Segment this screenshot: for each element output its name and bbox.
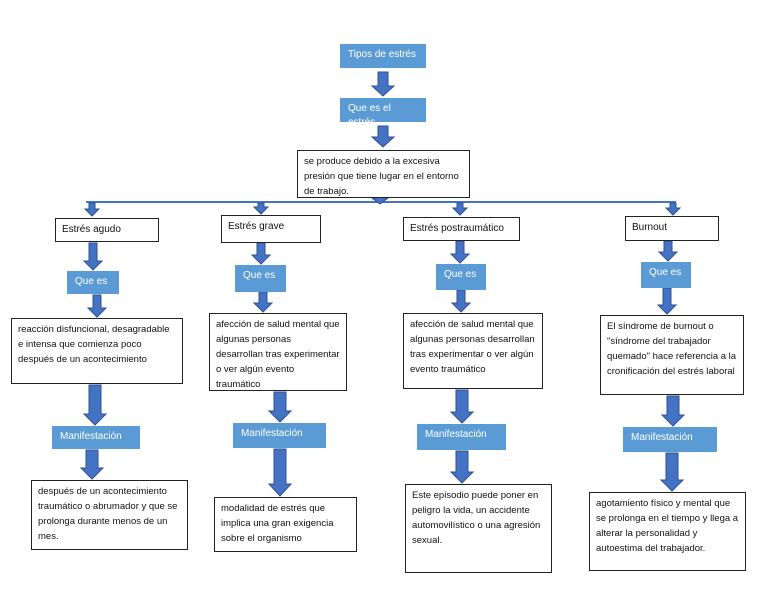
burnout-title: Burnout	[625, 216, 719, 241]
down-arrow-icon	[82, 384, 108, 426]
ptsd-description-box: afección de salud mental que algunas per…	[403, 313, 543, 389]
burnout-manifestation-text: agotamiento físico y mental que se prolo…	[589, 492, 746, 571]
acute-que-es-box: Que es	[67, 271, 119, 294]
severe-stress-title: Estrés grave	[221, 215, 321, 243]
ptsd-que-es-box: Que es	[436, 264, 486, 290]
severe-description-box: afección de salud mental que algunas per…	[209, 313, 347, 391]
down-arrow-icon	[449, 240, 471, 264]
down-arrow-icon	[659, 452, 685, 492]
down-arrow-icon	[267, 448, 293, 497]
acute-stress-title: Estrés agudo	[55, 218, 159, 242]
severe-que-es-box: Que es	[235, 265, 286, 292]
down-arrow-icon	[657, 240, 679, 262]
types-box: Tipos de estrés	[340, 44, 426, 68]
acute-description-box: reacción disfuncional, desagradable e in…	[11, 318, 183, 384]
severe-manifestation-box: Manifestación	[233, 423, 326, 448]
burnout-manifestation-box: Manifestación	[623, 427, 717, 452]
down-arrow-icon	[449, 389, 475, 424]
ptsd-manifestation-box: Manifestación	[417, 424, 506, 450]
down-arrow-icon	[660, 395, 686, 427]
down-arrow-icon	[664, 202, 682, 216]
what-is-stress-box: Que es el estrés	[340, 98, 426, 128]
down-arrow-icon	[370, 71, 396, 97]
burnout-description-box: El síndrome de burnout o "síndrome del t…	[600, 315, 744, 395]
down-arrow-icon	[252, 202, 270, 215]
down-arrow-icon	[250, 242, 272, 265]
ptsd-manifestation-text: Este episodio puede poner en peligro la …	[405, 484, 552, 573]
burnout-que-es-box: Que es	[641, 262, 691, 288]
down-arrow-icon	[79, 449, 105, 480]
ptsd-stress-title: Estrés postraumático	[403, 217, 520, 241]
acute-manifestation-text: después de un acontecimiento traumático …	[31, 480, 188, 550]
down-arrow-icon	[449, 450, 475, 484]
down-arrow-icon	[252, 291, 274, 313]
down-arrow-icon	[370, 125, 396, 148]
arrow-layer	[79, 71, 686, 497]
acute-manifestation-box: Manifestación	[52, 426, 140, 449]
down-arrow-icon	[656, 287, 678, 315]
down-arrow-icon	[86, 294, 108, 318]
down-arrow-icon	[82, 242, 104, 271]
down-arrow-icon	[451, 202, 469, 216]
definition-box: se produce debido a la excesiva presión …	[297, 150, 470, 198]
down-arrow-icon	[450, 289, 472, 313]
down-arrow-icon	[83, 202, 101, 217]
severe-manifestation-text: modalidad de estrés que implica una gran…	[214, 497, 357, 552]
down-arrow-icon	[267, 391, 293, 423]
